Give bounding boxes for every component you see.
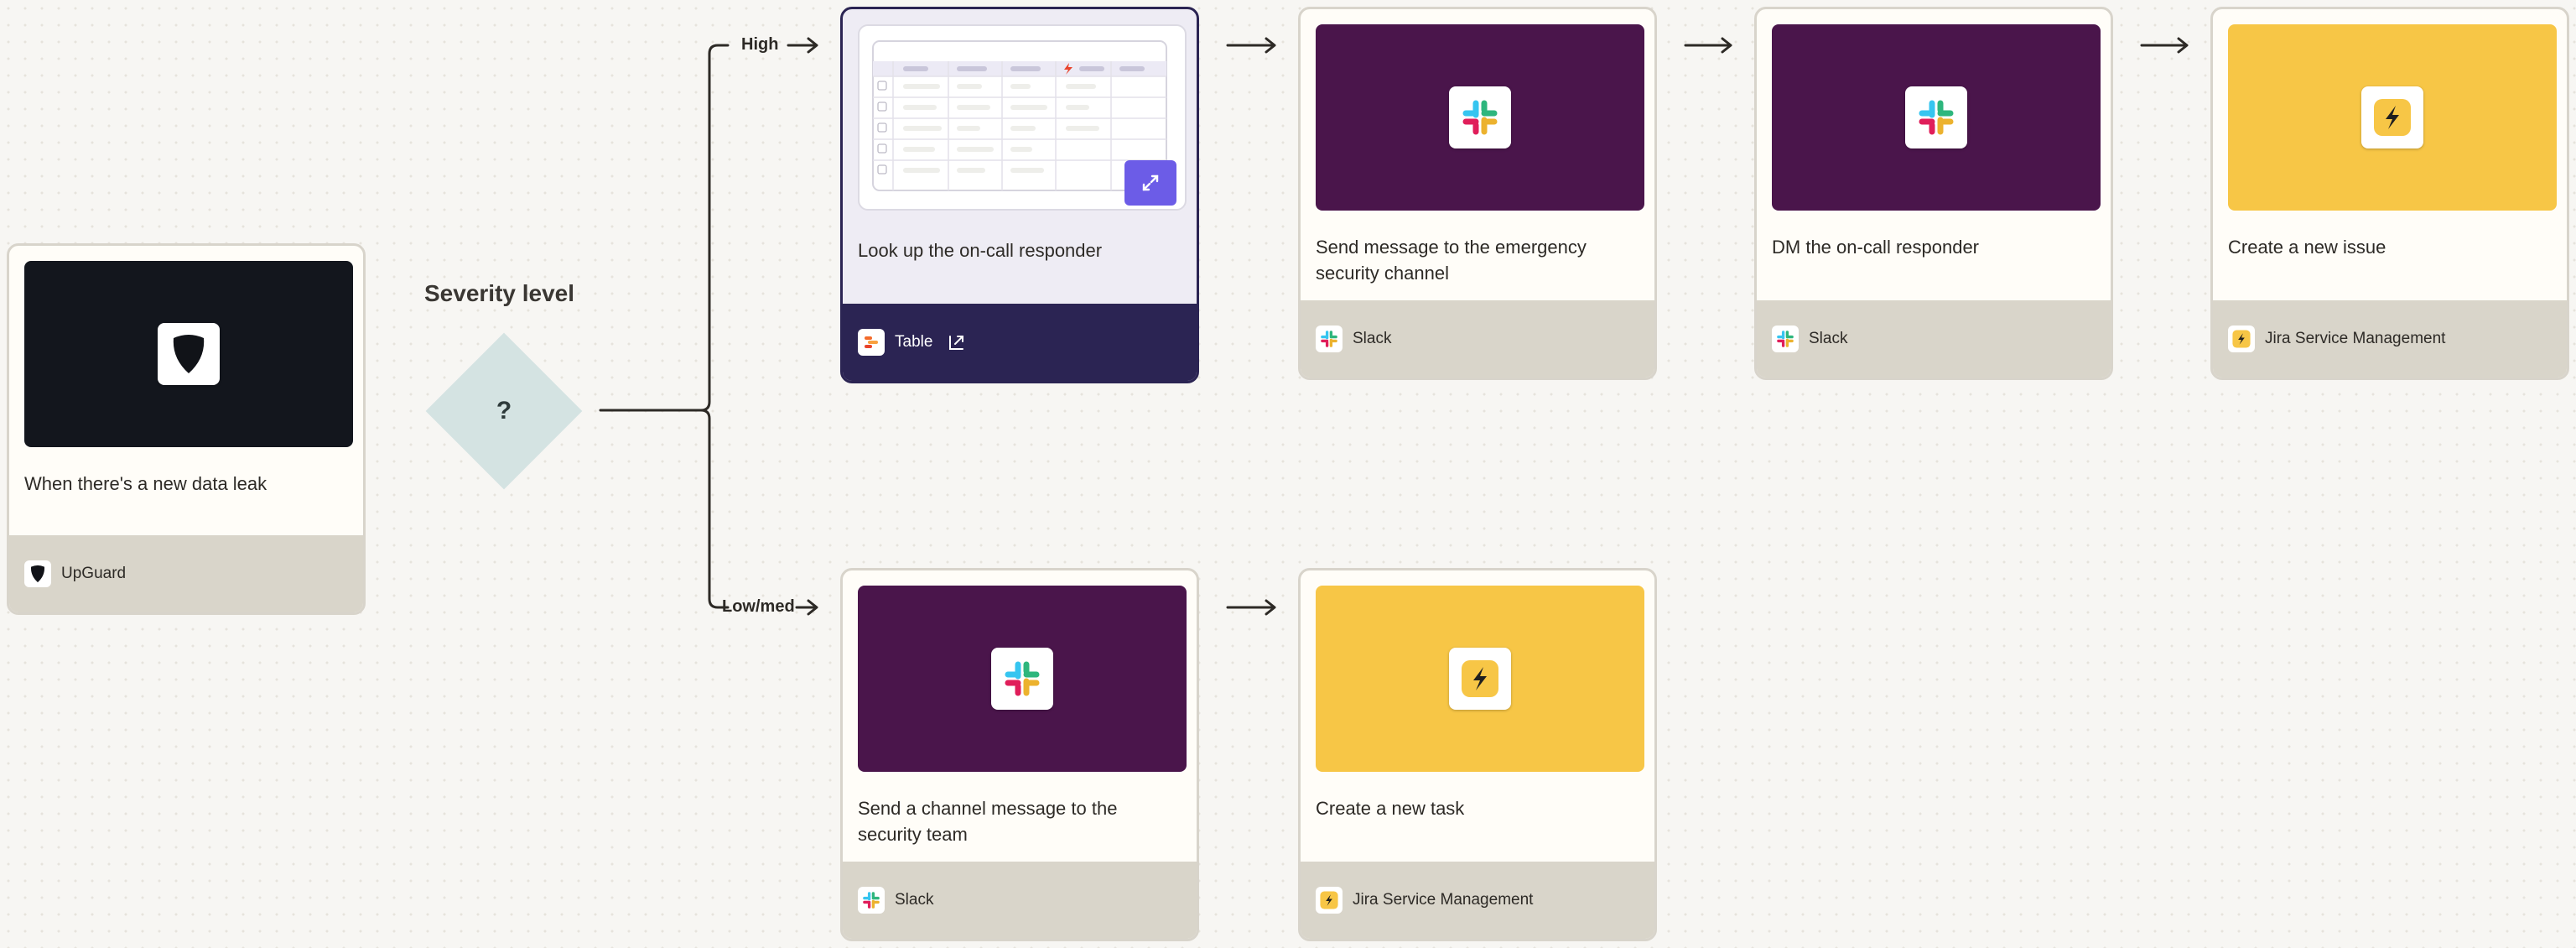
jira-service-management-icon xyxy=(1320,891,1338,909)
jira-service-management-icon xyxy=(2374,99,2411,136)
step-card-dm-responder[interactable]: DM the on-call responder Slack xyxy=(1754,7,2113,380)
upguard-icon xyxy=(31,565,44,583)
jira-badge xyxy=(1449,648,1511,710)
decision-title: Severity level xyxy=(424,280,575,306)
upguard-badge xyxy=(158,323,220,385)
table-app-chip xyxy=(858,329,885,356)
slack-badge xyxy=(1449,86,1511,148)
arrow-high-2 xyxy=(1684,37,1732,54)
upguard-shield-icon xyxy=(173,335,205,373)
step-card-lookup[interactable]: Look up the on-call responder Table xyxy=(840,7,1199,383)
step-title-emergency-message: Send message to the emergency security c… xyxy=(1316,237,1587,284)
table-preview xyxy=(858,24,1187,211)
slack-app-chip xyxy=(1772,326,1799,352)
step-title-channel-message: Send a channel message to the security t… xyxy=(858,798,1118,845)
step-title-dm-responder: DM the on-call responder xyxy=(1772,237,1980,258)
jira-service-management-icon xyxy=(1462,660,1498,697)
trigger-card[interactable]: When there's a new data leak UpGuard xyxy=(7,243,366,615)
step-card-emergency-message[interactable]: Send message to the emergency security c… xyxy=(1298,7,1657,380)
step-footer-create-task: Jira Service Management xyxy=(1301,862,1654,939)
slack-badge xyxy=(1905,86,1967,148)
jira-service-management-icon xyxy=(2232,330,2251,348)
trigger-app-label: UpGuard xyxy=(61,565,127,582)
step-card-create-task[interactable]: Create a new task Jira Service Managemen… xyxy=(1298,568,1657,941)
external-link-icon[interactable] xyxy=(948,333,966,352)
step-card-channel-message[interactable]: Send a channel message to the security t… xyxy=(840,568,1199,941)
step-title-create-task: Create a new task xyxy=(1316,798,1465,819)
table-grid-illustration xyxy=(872,40,1167,191)
step-app-label-create-task: Jira Service Management xyxy=(1353,891,1534,909)
step-app-label-dm-responder: Slack xyxy=(1809,330,1848,347)
branch-label-low: Low/med xyxy=(722,597,795,616)
step-footer-dm-responder: Slack xyxy=(1757,300,2111,378)
slack-icon xyxy=(1919,100,1954,135)
expand-icon xyxy=(1142,174,1159,191)
arrow-high-3 xyxy=(2140,37,2189,54)
slack-icon xyxy=(863,892,880,909)
slack-hero xyxy=(1316,24,1644,211)
slack-app-chip xyxy=(858,887,885,914)
step-app-label-lookup: Table xyxy=(895,333,933,351)
step-footer-lookup: Table xyxy=(843,304,1197,381)
slack-app-chip xyxy=(1316,326,1343,352)
jira-hero xyxy=(1316,586,1644,772)
branch-low-line xyxy=(699,409,730,609)
slack-icon xyxy=(1321,331,1337,347)
jira-app-chip xyxy=(2228,326,2255,352)
table-icon xyxy=(865,336,878,348)
step-app-label-create-issue: Jira Service Management xyxy=(2265,330,2446,347)
step-card-create-issue[interactable]: Create a new issue Jira Service Manageme… xyxy=(2210,7,2569,380)
decision-symbol: ? xyxy=(496,397,512,425)
trigger-title: When there's a new data leak xyxy=(24,473,267,494)
slack-icon xyxy=(1005,661,1040,696)
step-title-lookup: Look up the on-call responder xyxy=(858,240,1103,261)
step-title-create-issue: Create a new issue xyxy=(2228,237,2386,258)
trigger-hero xyxy=(24,261,353,447)
jira-app-chip xyxy=(1316,887,1343,914)
arrow-high-start xyxy=(787,37,818,54)
step-footer-emergency-message: Slack xyxy=(1301,300,1654,378)
step-app-label-emergency-message: Slack xyxy=(1353,330,1392,347)
upguard-app-chip xyxy=(24,560,51,587)
arrow-low-1 xyxy=(1226,599,1276,616)
slack-icon xyxy=(1777,331,1794,347)
arrow-low-start xyxy=(795,599,818,616)
branch-label-high: High xyxy=(741,35,779,54)
jira-badge xyxy=(2361,86,2423,148)
slack-icon xyxy=(1462,100,1498,135)
step-footer-channel-message: Slack xyxy=(843,862,1197,939)
step-footer-create-issue: Jira Service Management xyxy=(2213,300,2567,378)
jira-hero xyxy=(2228,24,2557,211)
step-app-label-channel-message: Slack xyxy=(895,891,934,909)
slack-hero xyxy=(858,586,1187,772)
slack-badge xyxy=(991,648,1053,710)
expand-button[interactable] xyxy=(1124,160,1176,206)
arrow-high-1 xyxy=(1226,37,1276,54)
branch-high-line xyxy=(699,44,730,412)
slack-hero xyxy=(1772,24,2101,211)
trigger-footer: UpGuard xyxy=(9,535,363,612)
